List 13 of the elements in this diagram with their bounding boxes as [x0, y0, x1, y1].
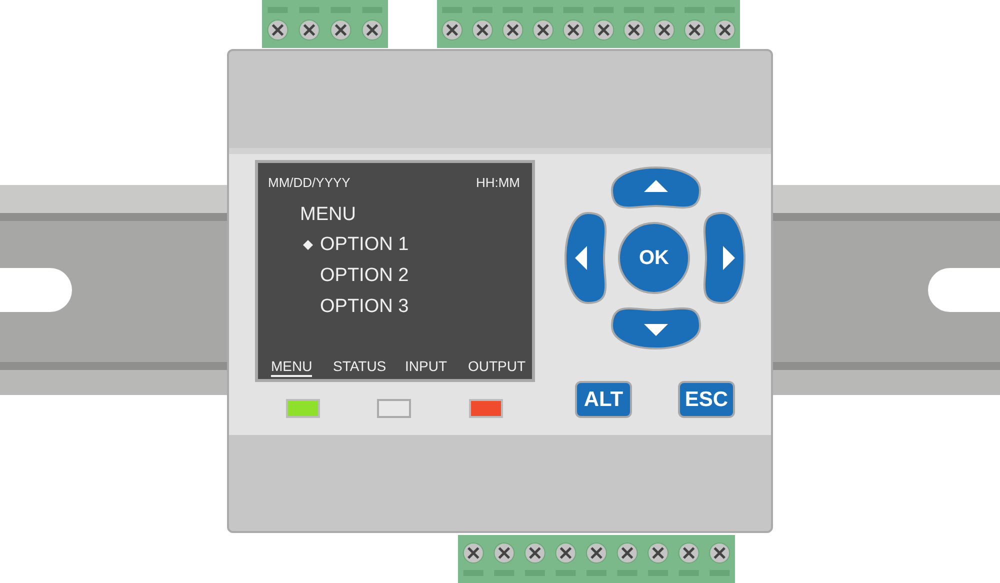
status-text: HH:MM: [476, 176, 520, 189]
menu-heading: MENU: [300, 205, 356, 224]
menu-option: OPTION 1: [320, 235, 409, 254]
tab-label: OUTPUT: [468, 359, 526, 373]
menu-option: OPTION 2: [320, 266, 409, 285]
function-key: ESC: [678, 381, 735, 418]
lcd-screen: [255, 160, 535, 382]
status-text: MM/DD/YYYY: [268, 176, 350, 189]
tab-label: STATUS: [333, 359, 386, 373]
selected-tab-label: MENU: [271, 359, 312, 377]
menu-option: OPTION 3: [320, 297, 409, 316]
tab-label: INPUT: [405, 359, 447, 373]
function-key: ALT: [575, 381, 632, 418]
